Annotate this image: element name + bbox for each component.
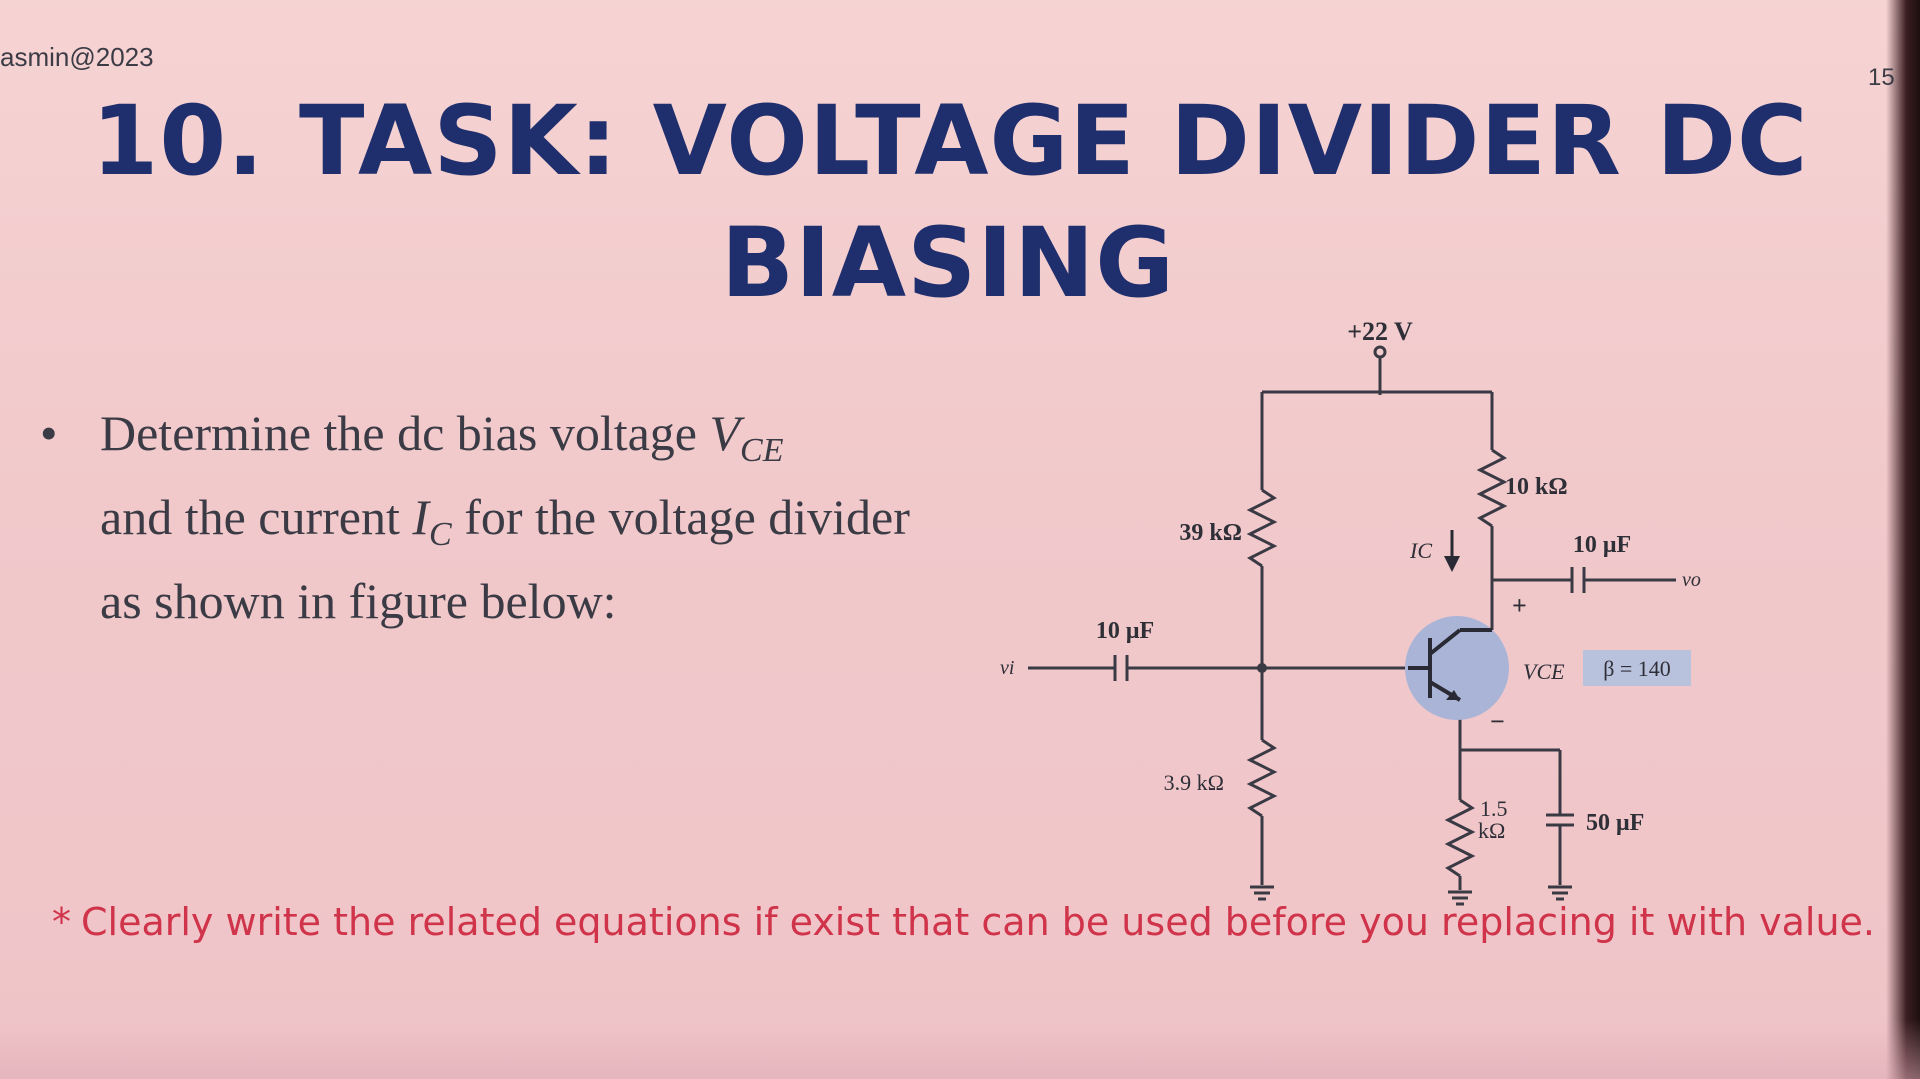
- ic-symbol: IC: [412, 489, 452, 553]
- watermark: asmin@2023: [0, 42, 154, 72]
- note-asterisk: *: [52, 900, 71, 944]
- r1-label: 39 kΩ: [1179, 520, 1242, 546]
- bullet-dot: •: [40, 405, 58, 461]
- supply-terminal: [1373, 345, 1387, 359]
- r2-label: 3.9 kΩ: [1164, 770, 1224, 795]
- note-text: Clearly write the related equations if e…: [81, 900, 1876, 944]
- ground-icon-left: [1250, 885, 1274, 901]
- photo-shading: [0, 1019, 1920, 1079]
- ground-icon-capacitor: [1548, 885, 1572, 901]
- vce-symbol: VCE: [709, 405, 784, 469]
- re-label-line1: 1.5: [1480, 796, 1508, 821]
- resistor-39k: [1246, 488, 1278, 568]
- slide-title-line2: BIASING: [720, 207, 1176, 319]
- bullet-text-part1: Determine the dc bias voltage: [100, 405, 710, 461]
- bullet-text-part3: for the voltage divider as shown in figu…: [100, 489, 910, 629]
- emitter-arrow-icon: [1446, 690, 1460, 700]
- junction-dot: [1257, 663, 1267, 673]
- ic-label: IC: [1409, 538, 1432, 563]
- instruction-note: *Clearly write the related equations if …: [52, 900, 1875, 944]
- slide-title-line1: 10. TASK: VOLTAGE DIVIDER DC: [91, 85, 1809, 197]
- supply-label: +22 V: [1347, 317, 1413, 346]
- vce-minus-sign: −: [1490, 707, 1505, 736]
- resistor-1-5k: [1444, 798, 1476, 878]
- vce-label: VCE: [1523, 659, 1565, 684]
- bypass-capacitor-label: 50 μF: [1586, 810, 1644, 836]
- ground-icon-emitter: [1448, 890, 1472, 906]
- vo-label: vo: [1682, 569, 1701, 591]
- bullet-text-part2: and the current: [100, 489, 413, 545]
- rc-label: 10 kΩ: [1505, 474, 1568, 500]
- vi-label: vi: [1000, 657, 1014, 679]
- input-capacitor-label: 10 μF: [1096, 618, 1154, 644]
- output-capacitor-label: 10 μF: [1573, 532, 1631, 558]
- circuit-diagram: +22 V 39 kΩ 3.9 kΩ 10 kΩ 1.5 kΩ 10 μF 10…: [1000, 317, 1701, 906]
- bullet-text: Determine the dc bias voltage VCE and th…: [100, 400, 920, 634]
- beta-box: [1583, 650, 1691, 686]
- npn-transistor-icon: [1408, 628, 1492, 702]
- slide-title: 10. TASK: VOLTAGE DIVIDER DC BIASING: [0, 80, 1920, 324]
- resistor-10k: [1476, 448, 1508, 528]
- ic-arrowhead-icon: [1444, 556, 1460, 572]
- photo-dark-edge: [1886, 0, 1920, 1079]
- vce-plus-sign: +: [1512, 591, 1527, 620]
- page-number: 15: [1868, 64, 1895, 91]
- beta-label: β = 140: [1603, 656, 1671, 681]
- resistor-3-9k: [1246, 738, 1278, 818]
- re-label-line2: kΩ: [1478, 818, 1505, 843]
